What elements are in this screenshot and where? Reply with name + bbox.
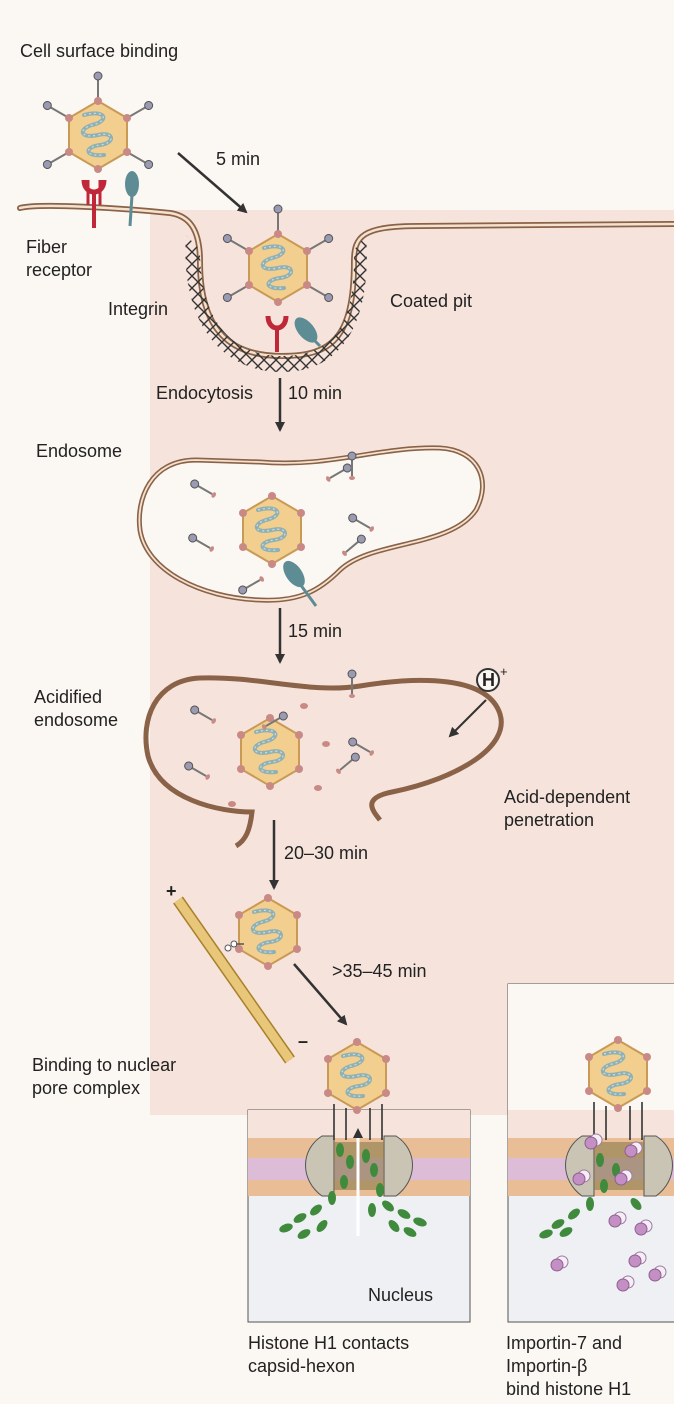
label-20-30-min: 20–30 min [284, 842, 368, 865]
label-10-min: 10 min [288, 382, 342, 405]
label-15-min: 15 min [288, 620, 342, 643]
label-35-45-min: >35–45 min [332, 960, 427, 983]
label-receptor: receptor [26, 259, 92, 282]
label-endocytosis: Endocytosis [156, 382, 253, 405]
label-nucleus: Nucleus [368, 1284, 433, 1307]
label-minus-end: – [298, 1030, 308, 1053]
label-5-min: 5 min [216, 148, 260, 171]
label-pore-complex: pore complex [32, 1077, 140, 1100]
label-histone-h1: Histone H1 contacts [248, 1332, 409, 1355]
label-integrin: Integrin [108, 298, 168, 321]
label-proton-charge: + [500, 660, 508, 683]
label-capsid-hexon: capsid-hexon [248, 1355, 355, 1378]
label-coated-pit: Coated pit [390, 290, 472, 313]
label-acidified: Acidified [34, 686, 102, 709]
label-bind-histone: bind histone H1 [506, 1378, 631, 1401]
label-binding-npc: Binding to nuclear [32, 1054, 176, 1077]
label-importin-7: Importin-7 and [506, 1332, 622, 1355]
label-importin-beta: Importin-β [506, 1355, 587, 1378]
label-penetration: penetration [504, 809, 594, 832]
label-fiber: Fiber [26, 236, 67, 259]
label-acidified-endosome: endosome [34, 709, 118, 732]
npc-inset-importin [508, 984, 674, 1322]
label-endosome: Endosome [36, 440, 122, 463]
label-proton: H [482, 669, 495, 692]
label-plus-end: + [166, 880, 177, 903]
label-acid-dependent: Acid-dependent [504, 786, 630, 809]
label-cell-surface-binding: Cell surface binding [20, 40, 178, 63]
